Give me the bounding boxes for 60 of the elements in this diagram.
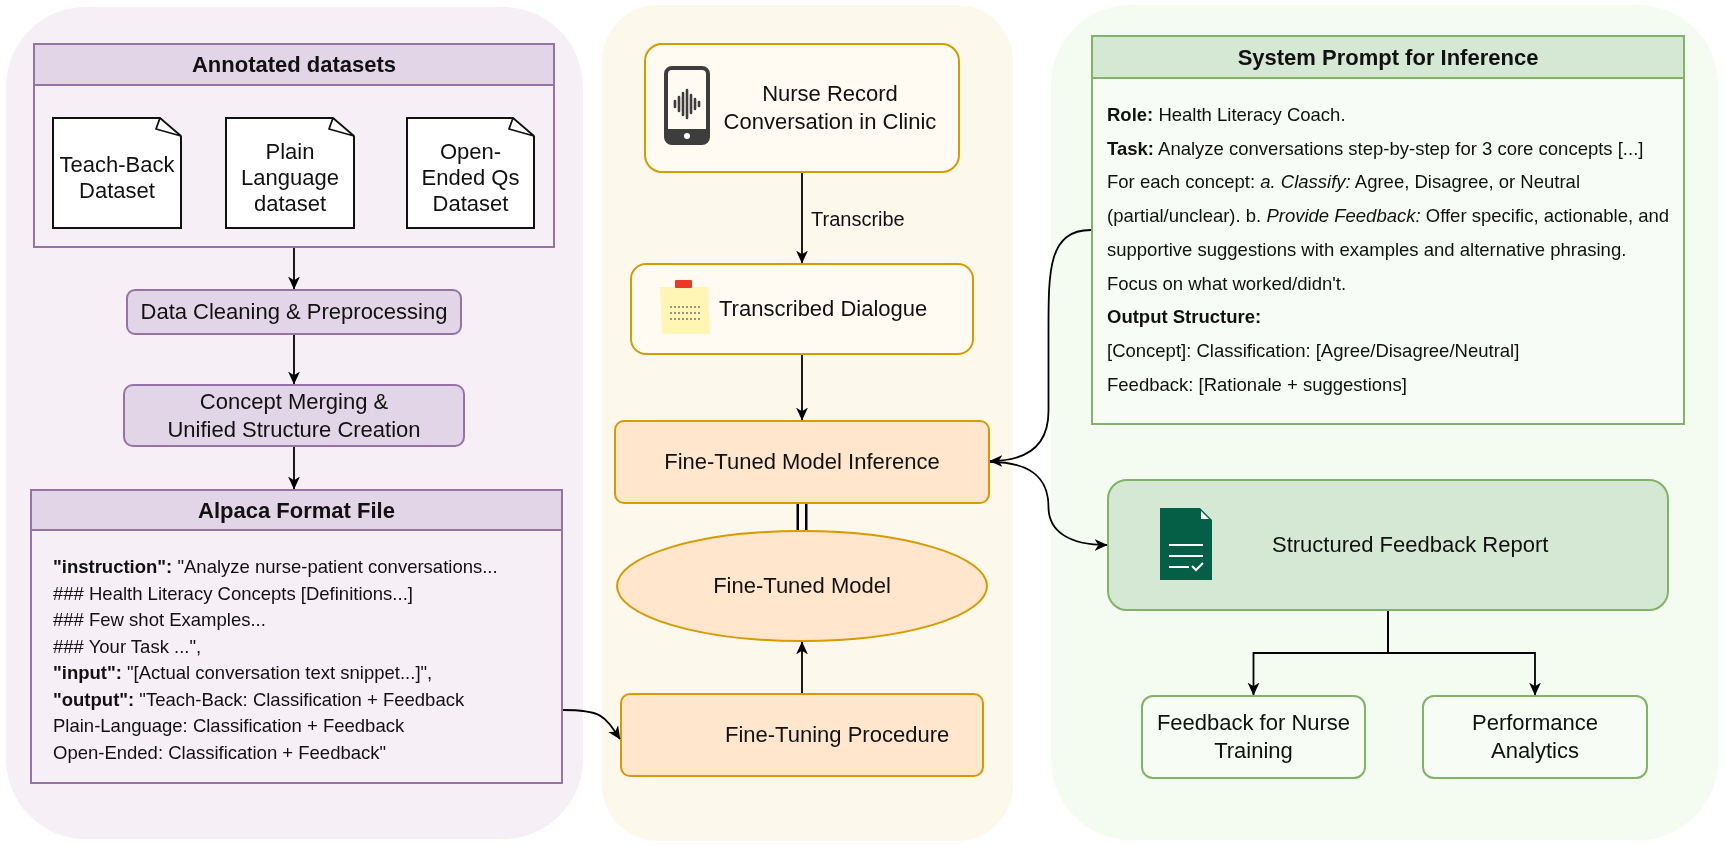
process-box xyxy=(123,384,465,447)
node-label: Transcribed Dialogue xyxy=(719,295,928,323)
node-label: Teach-Back Dataset xyxy=(58,152,176,204)
node-label: Structured Feedback Report xyxy=(1272,531,1549,559)
node-label: Open-Ended Qs Dataset xyxy=(420,139,521,217)
document-shape xyxy=(225,117,355,229)
text-line: Open-Ended: Classification + Feedback" xyxy=(53,740,387,765)
section-header: Alpaca Format File xyxy=(32,491,561,531)
text-line: ### Few shot Examples... xyxy=(53,608,266,632)
document-shape xyxy=(52,117,182,229)
text-line: Output Structure: xyxy=(1107,305,1262,330)
process-box xyxy=(614,420,990,504)
node-label: Fine-Tuning Procedure xyxy=(725,721,950,749)
node-label: Feedback for Nurse Training xyxy=(1155,709,1352,765)
text-line: Plain-Language: Classification + Feedback xyxy=(53,714,405,738)
group-panel xyxy=(6,7,583,839)
arrow xyxy=(1387,610,1541,696)
node-label: Fine-Tuned Model xyxy=(713,572,891,600)
titled-panel xyxy=(30,489,563,784)
edge-label: Transcribe xyxy=(811,207,905,231)
arrow xyxy=(796,354,808,421)
text-line: "instruction": "Analyze nurse-patient conversations... xyxy=(53,555,498,579)
text-line: [Concept]: Classification: [Agree/Disagree/Neutral] xyxy=(1107,338,1520,363)
section-header: Annotated datasets xyxy=(35,45,553,86)
process-box xyxy=(1422,695,1648,779)
text-line: Role: Health Literacy Coach. xyxy=(1107,103,1346,127)
arrow xyxy=(796,641,808,694)
curved-arrow xyxy=(562,709,621,740)
node-label: Data Cleaning & Preprocessing xyxy=(140,298,448,326)
group-panel xyxy=(1051,5,1718,840)
process-box xyxy=(644,43,960,173)
text-line: Feedback: [Rationale + suggestions] xyxy=(1107,372,1407,397)
double-line xyxy=(796,504,808,530)
section-header: System Prompt for Inference xyxy=(1093,37,1683,79)
titled-panel xyxy=(1091,35,1685,425)
arrow xyxy=(796,172,808,264)
text-line: "output": "Teach-Back: Classification + Feedback xyxy=(53,687,465,712)
arrow xyxy=(288,247,300,290)
node-label: Nurse Record Conversation in Clinic xyxy=(722,80,938,136)
text-line: "input": "[Actual conversation text snippet...]", xyxy=(53,661,433,685)
arrow xyxy=(288,446,300,490)
node-label: Fine-Tuned Model Inference xyxy=(664,448,940,476)
document-shape xyxy=(406,117,535,229)
node-label: Plain Language dataset xyxy=(240,139,340,217)
arrow xyxy=(288,334,300,385)
group-panel xyxy=(602,5,1013,841)
process-box xyxy=(126,289,462,335)
titled-panel xyxy=(33,43,555,248)
curved-arrow xyxy=(989,229,1092,467)
node-label: Performance Analytics xyxy=(1471,709,1599,765)
process-box xyxy=(620,693,984,777)
text-line: For each concept: a. Classify: Agree, Disagree, or Neutral (partial/unclear). b. Provide Feedback: Offer specific, actionable, and supportive suggestions with examples and alternative phrasing. Focus on what worked/didn't. xyxy=(1107,170,1671,296)
text-line: ### Health Literacy Concepts [Definitions...] xyxy=(53,581,413,606)
process-box xyxy=(630,263,974,355)
node-label: Concept Merging & Unified Structure Creation xyxy=(166,387,422,444)
process-box xyxy=(1141,695,1366,779)
curved-arrow xyxy=(989,461,1108,551)
text-line: Task: Analyze conversations step-by-step for 3 core concepts [...] xyxy=(1107,136,1644,161)
text-line: ### Your Task ...", xyxy=(53,634,202,659)
process-box xyxy=(1107,479,1669,611)
